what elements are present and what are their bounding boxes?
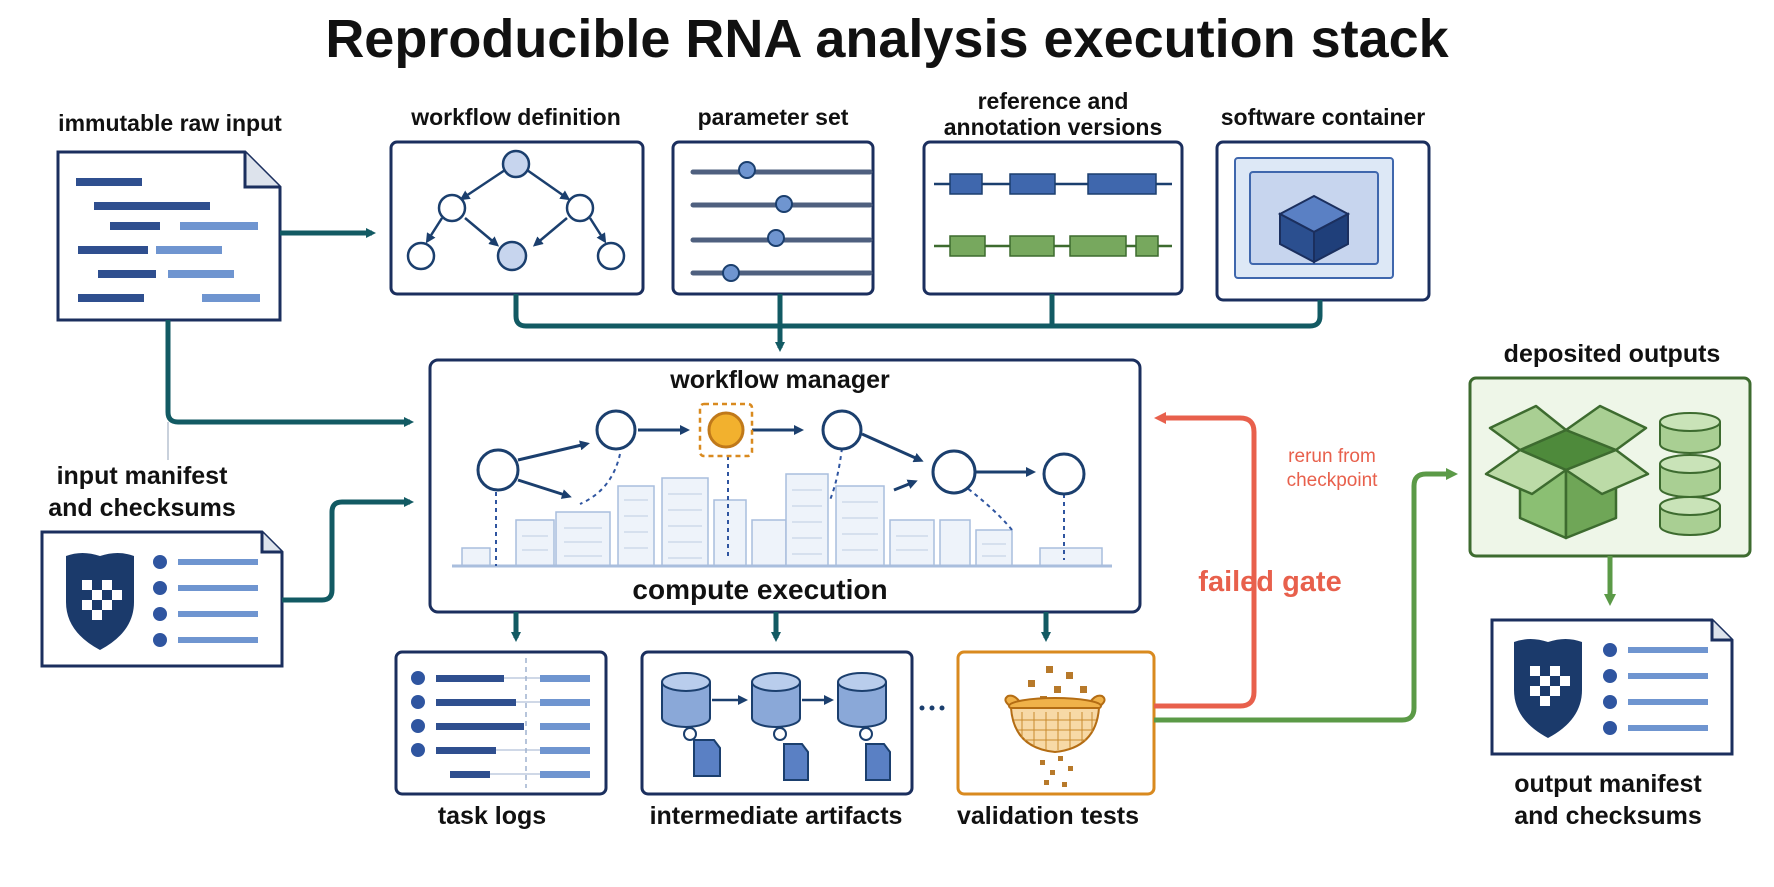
input-manifest-label-line2: and checksums <box>48 494 236 522</box>
input-manifest-document <box>40 530 284 668</box>
intermediate-artifacts-box <box>640 650 914 796</box>
compute-execution-label: compute execution <box>632 574 888 605</box>
shield-icon <box>66 553 134 650</box>
database-stack-icon <box>1659 412 1721 536</box>
arrow-raw-to-manager <box>165 320 414 427</box>
parameter-set-label: parameter set <box>697 104 849 130</box>
sieve-icon <box>1004 694 1106 754</box>
task-logs-label: task logs <box>437 802 547 830</box>
output-manifest-document <box>1490 618 1734 756</box>
validation-tests-box <box>956 650 1156 796</box>
rerun-label-line2: checkpoint <box>1286 470 1378 491</box>
input-manifest-label-line1: input manifest <box>56 462 228 490</box>
reference-label-line2: annotation versions <box>943 114 1163 140</box>
manager-output-arrows <box>511 612 1051 642</box>
raw-input-document <box>56 150 282 322</box>
task-logs-box <box>394 650 608 796</box>
reference-versions-box <box>922 140 1184 296</box>
output-manifest-label-line2: and checksums <box>1514 802 1702 830</box>
intermediate-artifacts-label: intermediate artifacts <box>649 802 903 830</box>
deposited-outputs-box <box>1468 376 1752 558</box>
validation-tests-label: validation tests <box>957 802 1139 830</box>
page-title: Reproducible RNA analysis execution stac… <box>325 9 1449 69</box>
workflow-manager-box <box>428 358 1142 614</box>
failed-gate-label: failed gate <box>1198 566 1342 598</box>
software-container-label: software container <box>1220 104 1426 130</box>
output-manifest-label-line1: output manifest <box>1514 770 1702 798</box>
rerun-label-line1: rerun from <box>1288 446 1376 467</box>
software-container-box <box>1215 140 1431 302</box>
ellipsis-dots <box>919 705 945 711</box>
arrow-manifest-to-manager <box>282 497 414 603</box>
shield-icon <box>1514 639 1582 738</box>
reference-label-line1: reference and <box>977 88 1129 114</box>
parameter-set-box <box>671 140 875 296</box>
raw-input-label: immutable raw input <box>58 110 282 136</box>
arrow-pass-to-outputs <box>1154 468 1458 723</box>
open-box-icon <box>1484 404 1650 540</box>
workflow-manager-label: workflow manager <box>670 366 890 394</box>
deposited-outputs-label: deposited outputs <box>1503 340 1721 368</box>
workflow-definition-label: workflow definition <box>411 104 621 130</box>
top-inputs-bus <box>513 294 1323 352</box>
arrow-failed-gate <box>1154 412 1257 709</box>
workflow-definition-box <box>389 140 645 296</box>
